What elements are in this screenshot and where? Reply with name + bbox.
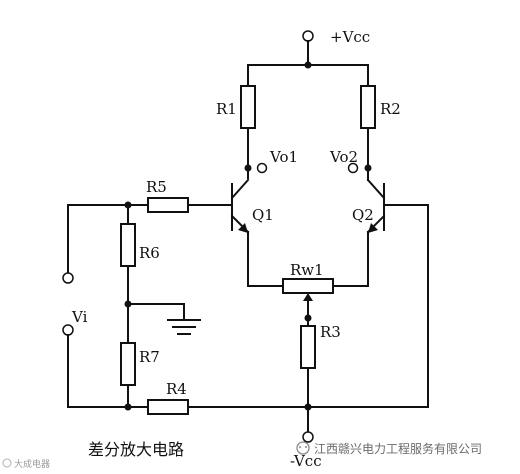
label-r1: R1 [216,100,237,118]
vi-terminal-bottom [62,324,74,336]
label-q1: Q1 [252,206,274,224]
resistor-r4 [147,399,189,415]
label-r7: R7 [139,348,160,366]
resistor-r1 [240,64,268,179]
vcc-supply [247,30,369,69]
vcc-neg-terminal [302,431,314,443]
transistor-q1 [230,178,250,287]
watermark-company-text: 江西赣兴电力工程服务有限公司 [314,441,482,456]
resistor-r5 [147,197,189,213]
label-q2: Q2 [352,206,374,224]
label-r2: R2 [380,100,401,118]
resistor-r6 [120,223,136,267]
watermark-left-text: 大成电器 [14,458,50,470]
wechat-logo-icon [296,441,310,455]
label-vo1: Vo1 [269,148,298,166]
vo1-terminal [256,162,268,174]
input-network [62,197,429,415]
watermark-logo-icon [2,458,12,468]
q2-emitter-arrow [368,223,378,233]
label-vcc-neg: -Vcc [290,452,322,470]
diagram-caption: 差分放大电路 [88,440,184,459]
label-r3: R3 [320,323,341,341]
vo2-terminal [347,162,359,174]
watermark-right: 江西赣兴电力工程服务有限公司 [296,441,482,456]
vcc-pos-terminal [302,30,314,42]
label-rw1: Rw1 [290,261,324,279]
label-vi: Vi [71,308,88,326]
ground-symbol [167,319,201,335]
potentiometer-rw1 [247,278,369,319]
label-r5: R5 [146,178,167,196]
label-r4: R4 [166,380,187,398]
label-vcc-pos: +Vcc [330,28,370,46]
watermark-left: 大成电器 [2,458,50,470]
resistor-r7 [120,342,136,386]
resistor-r2 [347,64,376,181]
label-r6: R6 [139,244,160,262]
vi-terminal-top [62,272,74,284]
resistor-r3 [300,314,316,443]
q1-emitter-arrow [238,223,248,233]
transistor-q2 [366,178,386,287]
label-vo2: Vo2 [329,148,358,166]
rw1-wiper-arrow [303,293,313,301]
